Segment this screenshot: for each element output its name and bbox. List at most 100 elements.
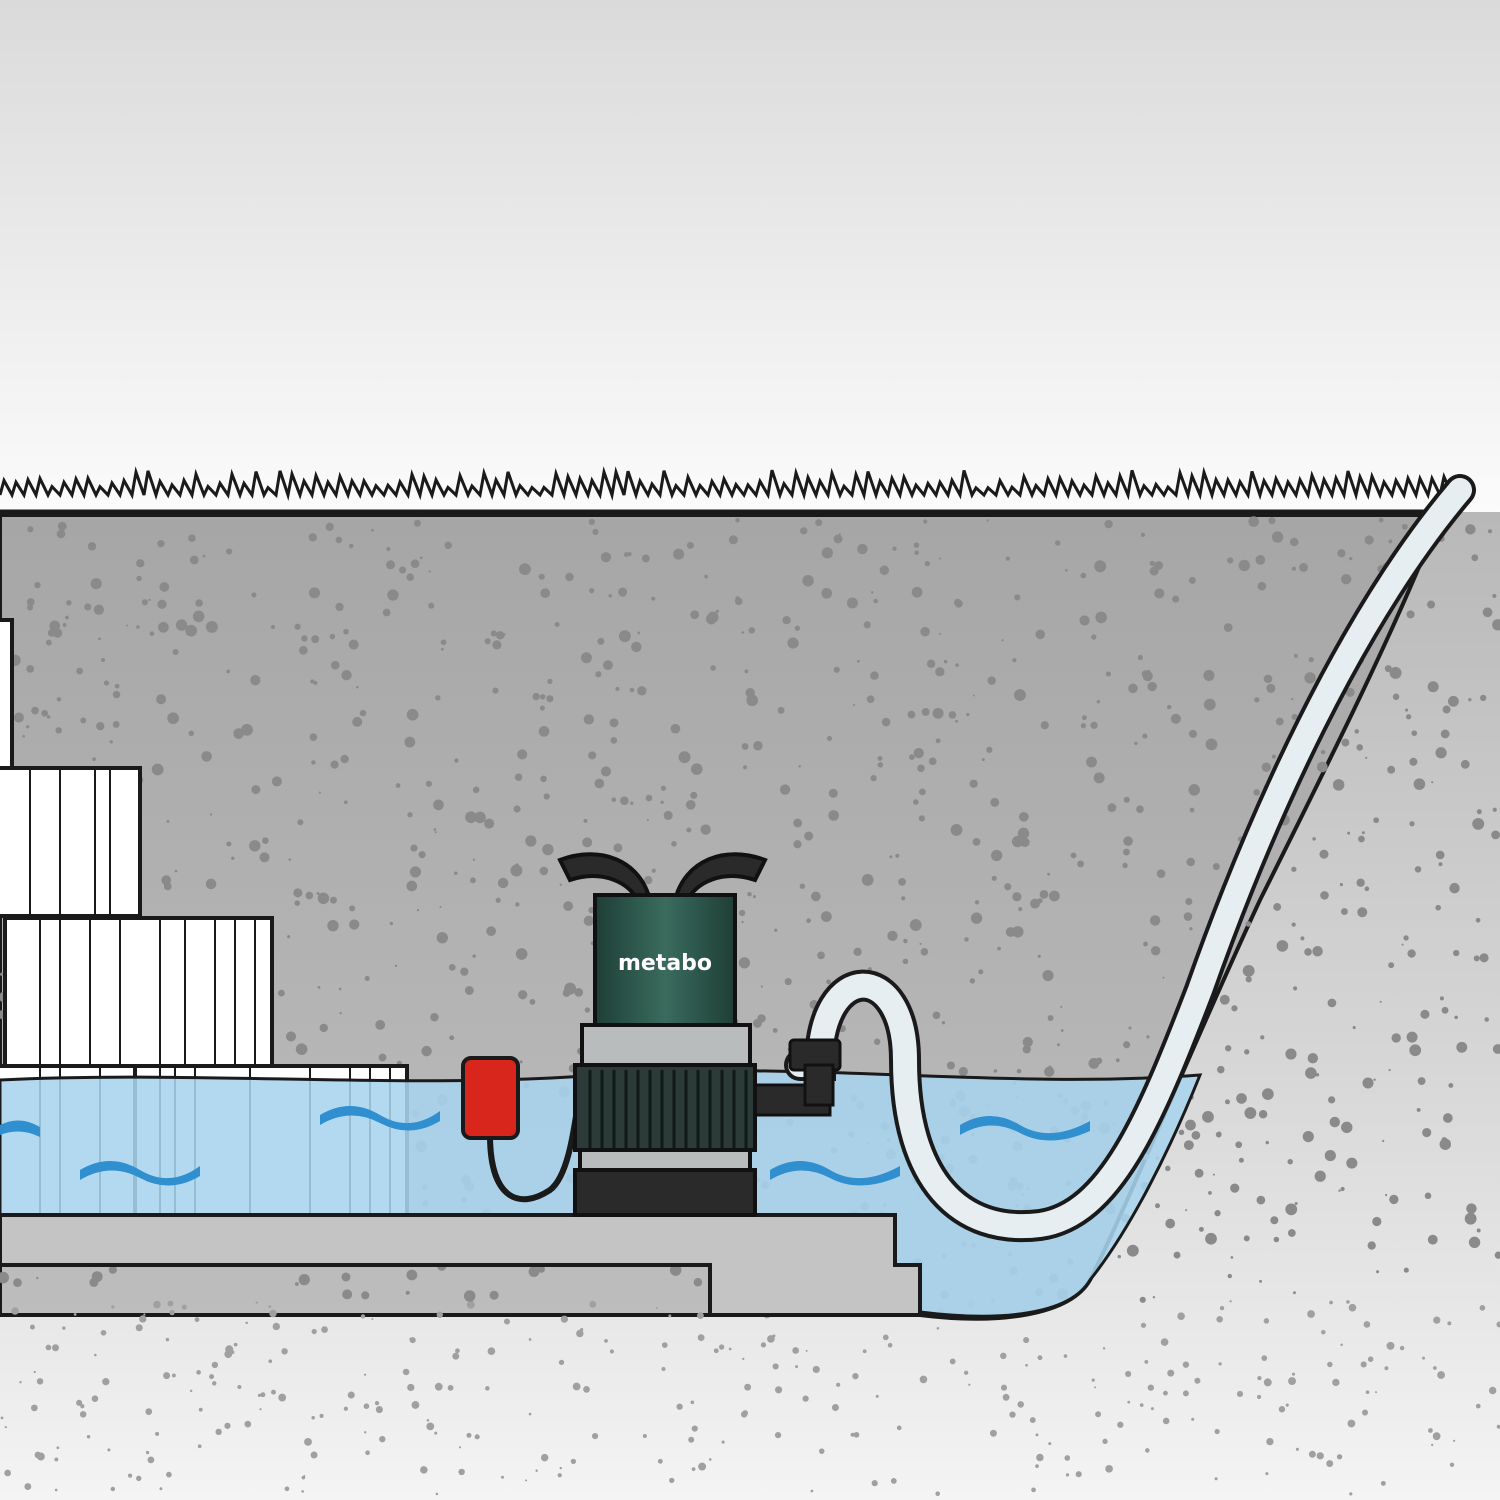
speckle (1127, 1400, 1131, 1404)
speckle (1319, 849, 1329, 859)
speckle (407, 812, 413, 818)
speckle (528, 1338, 532, 1341)
speckle (1123, 796, 1130, 803)
speckle (1105, 671, 1111, 677)
speckle (434, 1382, 443, 1391)
speckle (205, 620, 218, 633)
speckle (1305, 1067, 1317, 1079)
speckle (1025, 1363, 1028, 1367)
speckle (857, 543, 868, 555)
speckle (671, 841, 677, 847)
speckle (676, 1403, 683, 1410)
speckle (1321, 1329, 1326, 1335)
speckle (340, 754, 349, 764)
speckle (1185, 897, 1193, 906)
speckle (1189, 927, 1193, 931)
speckle (406, 880, 418, 892)
speckle (1304, 948, 1312, 956)
speckle (1433, 1316, 1441, 1324)
speckle (1285, 1203, 1298, 1216)
speckle (1145, 1448, 1150, 1453)
speckle (1293, 986, 1298, 991)
speckle (1320, 749, 1326, 755)
speckle (444, 541, 452, 550)
speckle (792, 1347, 799, 1354)
speckle (1471, 554, 1479, 562)
speckle (1307, 1052, 1319, 1064)
speckle (497, 877, 509, 889)
speckle (1102, 1438, 1108, 1444)
speckle (1468, 1236, 1481, 1249)
speckle (1258, 1109, 1268, 1119)
speckle (1065, 1473, 1070, 1477)
speckle (673, 548, 685, 560)
speckle (805, 1349, 808, 1352)
speckle (1000, 1384, 1008, 1391)
speckle (249, 840, 261, 852)
speckle (430, 1012, 439, 1022)
speckle (11, 1307, 19, 1315)
speckle (26, 664, 35, 673)
speckle (1160, 1338, 1169, 1346)
speckle (1315, 1073, 1320, 1077)
speckle (294, 623, 301, 630)
speckle (1367, 1356, 1374, 1362)
speckle (143, 1313, 146, 1316)
speckle (259, 852, 270, 863)
speckle (895, 853, 900, 858)
speckle (1273, 903, 1282, 911)
speckle (226, 841, 232, 847)
speckle (1245, 976, 1252, 983)
speckle (1375, 1391, 1378, 1394)
speckle (600, 552, 612, 563)
speckle (361, 1291, 370, 1300)
speckle (1154, 561, 1164, 570)
speckle (1484, 1017, 1489, 1022)
speckle (0, 1271, 10, 1284)
speckle (943, 659, 948, 664)
speckle (889, 855, 893, 859)
speckle (174, 869, 178, 873)
speckle (748, 627, 756, 634)
speckle (1380, 1480, 1386, 1486)
speckle (718, 1344, 725, 1350)
speckle (251, 592, 257, 598)
speckle (1047, 872, 1051, 876)
speckle (1002, 1393, 1010, 1401)
speckle (297, 819, 304, 826)
speckle (989, 1429, 997, 1437)
speckle (272, 1322, 280, 1331)
speckle (978, 969, 984, 975)
speckle (833, 666, 840, 673)
speckle (882, 1334, 889, 1341)
speckle (1356, 878, 1365, 887)
speckle (19, 1381, 22, 1384)
speckle (1035, 1433, 1039, 1437)
speckle (968, 1383, 971, 1386)
speckle (84, 603, 92, 611)
speckle (1432, 1432, 1441, 1441)
speckle (540, 588, 551, 599)
speckle (1360, 1361, 1367, 1368)
speckle (294, 900, 301, 906)
speckle (580, 652, 592, 664)
speckle (0, 1416, 4, 1420)
speckle (1345, 687, 1355, 697)
speckle (938, 557, 941, 560)
speckle (327, 919, 339, 932)
speckle (1230, 1256, 1234, 1259)
speckle (1266, 683, 1276, 693)
speckle (740, 1411, 748, 1418)
speckle (772, 1363, 779, 1370)
speckle (705, 613, 717, 625)
speckle (341, 669, 352, 681)
speckle (321, 1326, 328, 1333)
speckle (278, 989, 285, 997)
speckle (1144, 1359, 1149, 1364)
speckle (1287, 1159, 1293, 1165)
speckle (1492, 619, 1500, 631)
speckle (1326, 1460, 1334, 1468)
speckle (810, 1489, 814, 1493)
speckle (1422, 1127, 1432, 1138)
speckle (870, 591, 874, 594)
